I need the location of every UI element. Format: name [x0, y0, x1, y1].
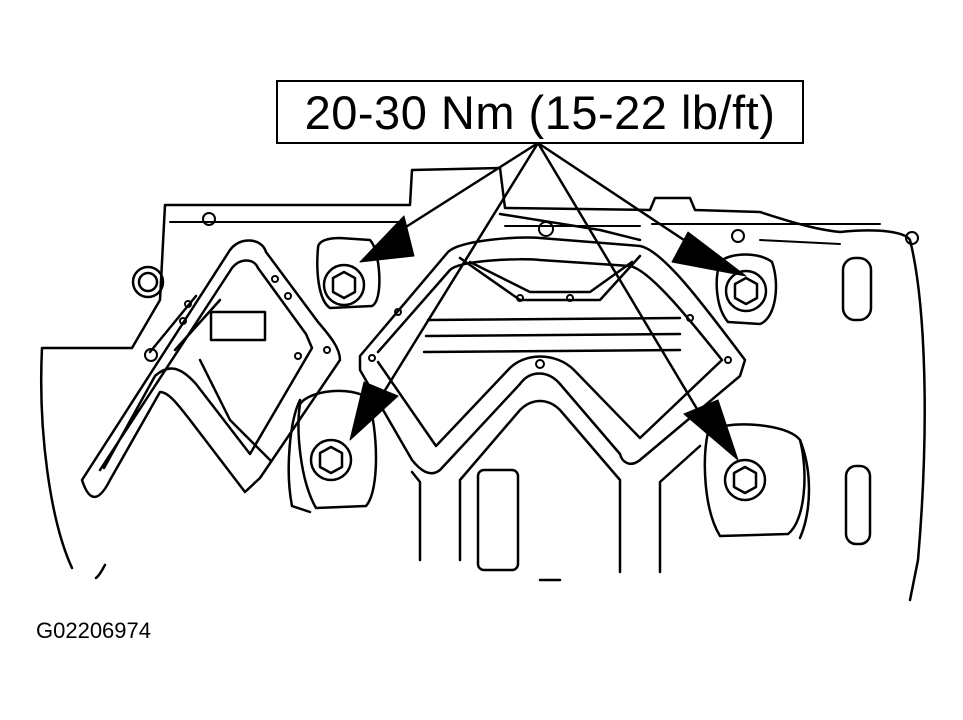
- bolt-lower-left: [297, 389, 378, 510]
- bolt-upper-right: [715, 253, 778, 326]
- left-boss: [209, 310, 267, 342]
- bolt-lower-right: [703, 423, 806, 538]
- top-rail: [169, 221, 881, 245]
- center-runner: [358, 212, 747, 475]
- slots: [476, 256, 873, 572]
- figure-id: G02206974: [36, 618, 151, 643]
- arrowheads: [349, 215, 747, 461]
- lower-runners: [287, 398, 811, 582]
- arrow-upper-left-icon: [359, 215, 415, 263]
- arrow-lower-right-icon: [683, 399, 739, 461]
- arrow-lower-left-icon: [349, 381, 399, 441]
- small-holes: [144, 212, 919, 369]
- bolt-upper-left: [316, 236, 381, 310]
- torque-callout: 20-30 Nm (15-22 lb/ft): [276, 80, 804, 144]
- manifold-outline: [39, 166, 926, 602]
- torque-label: 20-30 Nm (15-22 lb/ft): [304, 85, 776, 139]
- arrow-upper-right-icon: [671, 231, 747, 277]
- left-runner: [80, 239, 342, 499]
- left-plug: [131, 265, 165, 299]
